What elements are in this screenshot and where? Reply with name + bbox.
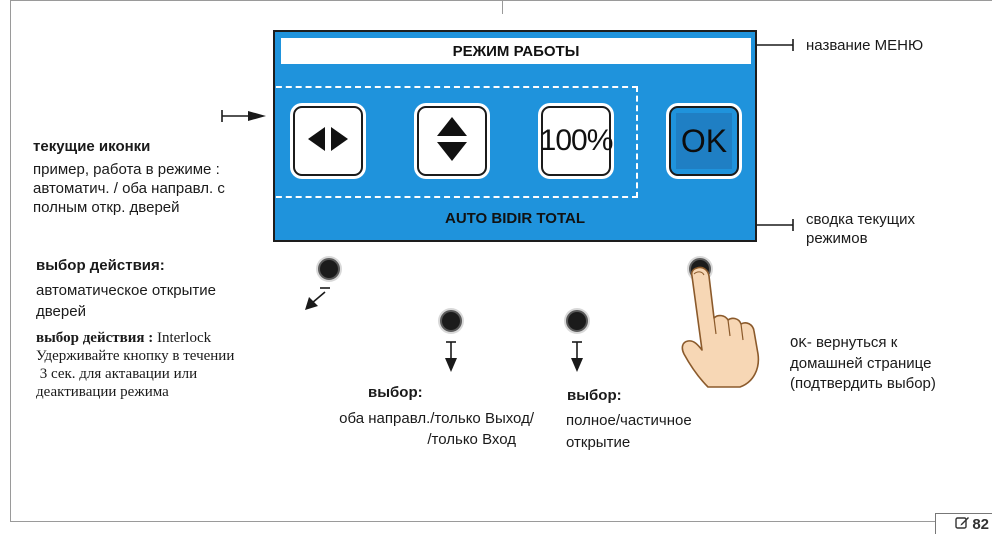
page-number-badge: 82 [935,513,992,534]
ok-desc: OK- вернуться к домашней странице (подтв… [790,334,936,392]
page-frame-divider [502,0,503,14]
pointing-hand-icon [681,266,760,388]
opening-level-label: 100% [539,124,614,157]
current-icons-arrowhead [248,111,266,121]
action-knob[interactable] [318,258,340,280]
open-knob-arrowhead [571,358,583,372]
direction-select-title: выбор: [368,384,423,401]
opening-select-title: выбор: [567,387,622,404]
opening-level-button[interactable]: 100% [539,106,614,176]
direction-mode-button[interactable] [293,106,363,176]
direction-select-desc: оба направл./только Выход/ /только Вход [339,410,534,448]
page-frame-bottom [10,521,935,522]
ok-button-label: OK [680,122,728,159]
action-title: выбор действия: [36,257,165,274]
menu-title: РЕЖИМ РАБОТЫ [281,38,751,64]
dir-knob-arrowhead [445,358,457,372]
left-knob-line [311,291,326,304]
interlock-block: выбор действия : Interlock Удерживайте к… [36,330,235,400]
current-icons-outline [266,86,638,198]
summary-label: сводка текущих режимов [806,211,915,247]
menu-name-label: название МЕНЮ [806,37,924,54]
action-desc: автоматическое открытие дверей [36,282,216,320]
ok-button[interactable]: OK [669,106,739,176]
mode-summary: AUTO BIDIR TOTAL [445,210,585,227]
left-right-arrows-icon [308,126,348,157]
opening-select-desc: полное/частичное открытие [566,412,692,451]
current-icons-title: текущие иконки [33,138,151,155]
updown-mode-button[interactable] [417,106,487,176]
page-number: 82 [972,515,989,533]
page-frame-left [10,0,11,522]
direction-knob[interactable] [440,310,462,332]
device-screen: РЕЖИМ РАБОТЫ 100% OK AUTO BIDIR TOTAL [266,30,757,242]
current-icons-desc: пример, работа в режиме : автоматич. / о… [33,161,225,216]
note-edit-icon [955,515,970,534]
ok-button-face: OK [676,113,732,169]
opening-knob[interactable] [566,310,588,332]
page-frame-top [10,0,992,1]
left-knob-arrowhead [305,297,318,310]
up-down-arrows-icon [437,116,467,166]
